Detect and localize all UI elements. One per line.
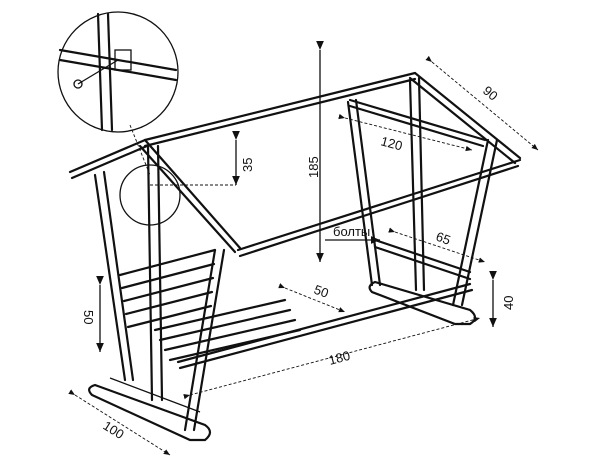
dim-seat-depth: 50 (312, 282, 331, 301)
dim-length: 180 (327, 348, 352, 368)
dim-foot-height: 40 (501, 296, 516, 310)
dim-crossbar: 65 (434, 229, 453, 248)
dim-rafter-span: 120 (379, 133, 404, 153)
dim-roof-width: 90 (480, 83, 501, 104)
joint-detail-inset (57, 11, 179, 133)
bolts-label: болты (333, 224, 370, 239)
dim-base-width: 100 (100, 418, 126, 442)
dim-height: 185 (306, 156, 321, 178)
seat (118, 238, 474, 370)
roof (68, 71, 522, 258)
posts (93, 76, 499, 432)
dim-roof-drop: 35 (240, 158, 255, 172)
dimension-lines (68, 40, 539, 456)
dim-back-height: 50 (81, 310, 96, 324)
